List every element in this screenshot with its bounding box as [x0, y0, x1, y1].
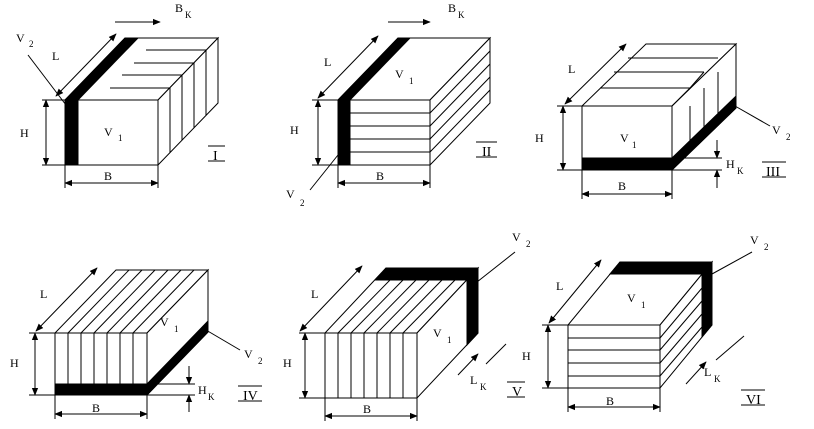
label-B-IV: B	[92, 401, 100, 415]
label-Lk-VI-sub: K	[714, 374, 721, 384]
svg-text:2: 2	[526, 239, 531, 249]
label-Bk-I-sub: K	[185, 10, 192, 20]
label-L-III: L	[568, 62, 575, 76]
lamella-lines-I	[110, 49, 207, 153]
label-V-V-2: V	[512, 230, 521, 244]
leader-V2-V	[476, 251, 516, 283]
label-B-VI: B	[606, 394, 614, 408]
layer-V2-VI-top	[608, 261, 714, 275]
label-V-II-2: V	[286, 187, 295, 201]
label-H-I: H	[20, 126, 29, 140]
label-B-V: B	[363, 402, 371, 416]
label-B-II: B	[376, 169, 384, 183]
variant-II: L H B B K V 2 V 1 II	[286, 1, 497, 208]
label-Bk-II-sub: K	[458, 10, 465, 20]
block-VI-front	[567, 324, 661, 389]
label-B-I: B	[104, 169, 112, 183]
label-V-I-2: V	[16, 31, 25, 45]
leader-V2-VI	[711, 251, 753, 275]
label-H-VI: H	[522, 349, 531, 363]
lamella-lines-III	[600, 57, 719, 153]
label-Bk-II: B	[448, 1, 456, 15]
svg-text:2: 2	[764, 242, 769, 252]
block-V-front	[324, 332, 418, 399]
layer-V2-VI-side	[701, 260, 713, 339]
label-V-III-1: V	[620, 131, 629, 145]
numeral-VI: VI	[746, 393, 761, 408]
layer-V2-III	[581, 157, 673, 171]
block-II-front	[337, 99, 431, 166]
label-Lk-VI: L	[704, 365, 711, 379]
label-V-II-1: V	[395, 67, 404, 81]
label-L-I: L	[52, 49, 59, 63]
variant-V: L H B L K V 2 V 1 V	[283, 230, 531, 421]
label-V-VI-1: V	[627, 291, 636, 305]
layer-V2-I	[64, 99, 79, 166]
label-Hk-IV-sub: K	[208, 392, 215, 402]
numeral-I: I	[213, 149, 218, 164]
lamella-lines-VI	[568, 287, 703, 377]
lamella-lines-II	[350, 50, 491, 153]
layer-V2-V-side	[466, 266, 479, 347]
dim-L-IV	[35, 267, 98, 332]
svg-text:2: 2	[786, 132, 791, 142]
svg-text:2: 2	[29, 39, 34, 49]
label-V-III-2: V	[772, 123, 781, 137]
svg-text:1: 1	[641, 300, 646, 310]
svg-text:1: 1	[632, 140, 637, 150]
numeral-V: V	[512, 385, 522, 400]
variant-VI: L H B L K V 2 V 1 VI	[522, 233, 769, 412]
block-I-front	[64, 99, 159, 166]
label-L-IV: L	[40, 287, 47, 301]
dim-Lk-V	[457, 353, 479, 376]
label-B-III: B	[618, 179, 626, 193]
numeral-II: II	[482, 145, 492, 160]
numeral-III: III	[766, 165, 780, 180]
leader-V2-III	[734, 105, 771, 127]
dim-L-III	[564, 43, 627, 105]
dim-L-I	[55, 33, 117, 97]
layer-V2-II	[337, 99, 351, 166]
svg-text:1: 1	[447, 335, 452, 345]
variant-IV: L H B H K V 2 V 1 IV	[10, 267, 263, 419]
layer-V2-V-top	[373, 267, 480, 281]
layer-V2-IV-side	[146, 319, 209, 397]
label-L-V: L	[311, 287, 318, 301]
label-L-VI: L	[556, 279, 563, 293]
numeral-IV: IV	[243, 389, 258, 404]
dim-L-V	[299, 265, 363, 332]
svg-text:2: 2	[258, 356, 263, 366]
label-H-V: H	[283, 356, 292, 370]
label-V-IV-2: V	[244, 347, 253, 361]
label-V-V-1: V	[433, 326, 442, 340]
label-Bk-I: B	[175, 1, 183, 15]
label-Lk-V-sub: K	[480, 382, 487, 392]
leader-V2-I	[27, 54, 67, 106]
label-Lk-V: L	[470, 373, 477, 387]
label-H-II: H	[290, 123, 299, 137]
label-Hk-III: H	[726, 157, 735, 171]
variant-I: L H B B K V 2 V 1 I	[16, 1, 225, 188]
label-Hk-III-sub: K	[737, 166, 744, 176]
dim-L-VI	[548, 259, 602, 324]
dim-L-II	[317, 35, 379, 99]
svg-text:2: 2	[300, 198, 305, 208]
leader-V2-II	[309, 149, 343, 191]
leader-V2-IV	[205, 329, 241, 351]
variant-III: L H B H K V 2 V 1 III	[535, 42, 791, 199]
svg-text:1: 1	[409, 76, 414, 86]
label-V-VI-2: V	[750, 233, 759, 247]
dim-Lk-VI	[685, 361, 707, 385]
label-V-I-1: V	[104, 125, 113, 139]
svg-text:1: 1	[174, 324, 179, 334]
svg-text:1: 1	[118, 133, 123, 143]
layer-V2-IV	[54, 383, 148, 396]
label-H-IV: H	[10, 356, 19, 370]
label-V-IV-1: V	[160, 315, 169, 329]
label-L-II: L	[324, 55, 331, 69]
label-Hk-IV: H	[198, 383, 207, 397]
label-H-III: H	[535, 131, 544, 145]
